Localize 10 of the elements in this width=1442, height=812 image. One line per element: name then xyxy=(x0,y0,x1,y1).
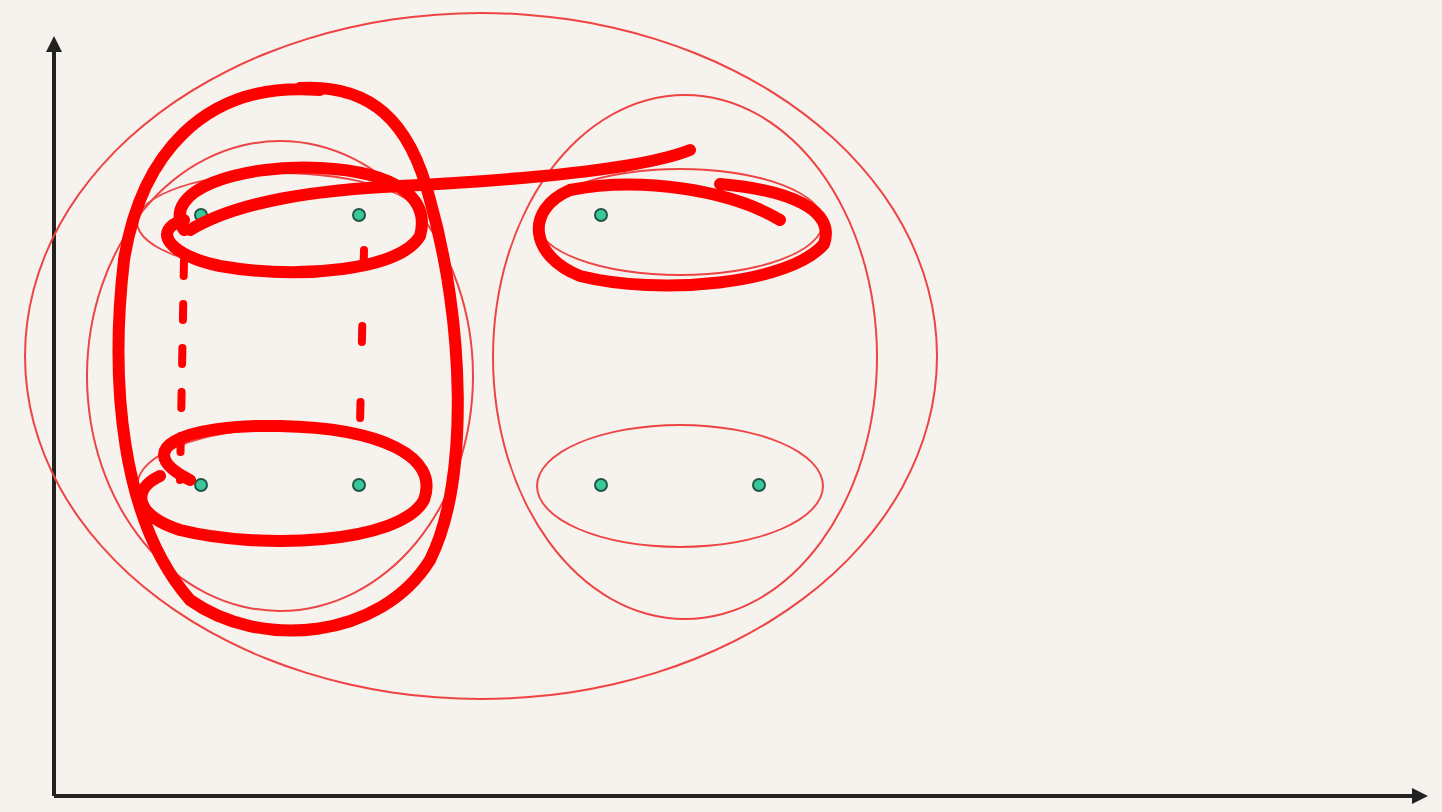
data-point xyxy=(352,208,366,222)
cluster-ellipse xyxy=(24,12,938,700)
data-point xyxy=(752,478,766,492)
data-point xyxy=(594,478,608,492)
data-point xyxy=(352,478,366,492)
data-point xyxy=(194,478,208,492)
cluster-ellipse xyxy=(492,94,878,620)
cluster-ellipse xyxy=(536,424,824,548)
data-point xyxy=(594,208,608,222)
cluster-ellipse xyxy=(86,140,474,612)
